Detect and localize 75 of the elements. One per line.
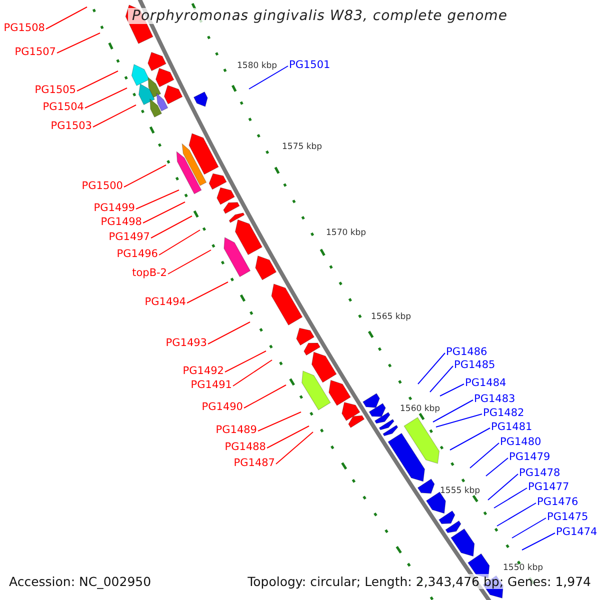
gene-label: PG1478	[519, 466, 560, 480]
scale-label: 1570 kbp	[326, 228, 366, 238]
leader-line	[92, 104, 136, 128]
leader-line	[136, 190, 180, 210]
gene-label: PG1507	[14, 45, 56, 59]
gene-label: PG1486	[446, 345, 488, 359]
leader-line	[496, 502, 536, 526]
leader-line	[276, 432, 314, 464]
leader-line	[266, 426, 310, 448]
gene-label: PG1485	[454, 358, 496, 372]
leader-line	[142, 202, 186, 224]
scale-label: 1560 kbp	[400, 404, 440, 414]
gene-label: PG1481	[491, 420, 532, 434]
gene-label: PG1503	[50, 119, 92, 133]
scale-label: 1565 kbp	[371, 312, 412, 322]
gene-label: PG1505	[34, 83, 76, 97]
gene-label: PG1474	[556, 525, 598, 539]
genome-info-text: Topology: circular; Length: 2,343,476 bp; Genes: 1,974	[248, 574, 591, 589]
leader-line	[150, 216, 192, 238]
leader-line	[76, 70, 118, 92]
leader-line	[512, 518, 546, 538]
leader-line	[124, 164, 166, 188]
leader-line	[418, 352, 446, 384]
gene-label: PG1477	[528, 480, 570, 494]
leader-line	[224, 350, 266, 372]
leader-line	[248, 66, 288, 90]
gene-label: PG1476	[537, 495, 578, 509]
leader-line	[46, 6, 88, 30]
gene-label: PG1501	[289, 58, 330, 72]
gene-label: PG1504	[42, 100, 84, 114]
gene-label: PG1494	[144, 295, 186, 309]
leader-line	[432, 400, 474, 422]
gene-label: PG1480	[500, 435, 542, 449]
gene-label: PG1508	[4, 21, 45, 35]
leader-line	[232, 360, 272, 386]
scale-label: 1580 kbp	[237, 61, 278, 71]
accession-label: Accession: NC_002950	[9, 574, 152, 589]
gene-label: PG1479	[509, 450, 550, 464]
gene-label: topB-2	[132, 266, 167, 280]
leader-line	[430, 366, 454, 392]
leader-line	[488, 474, 518, 500]
scale-label: 1555 kbp	[440, 486, 480, 496]
leader-line	[486, 458, 508, 476]
leader-line	[440, 384, 464, 396]
gene-label: PG1488	[224, 440, 266, 454]
gene-label: PG1475	[547, 510, 588, 524]
gene-label: PG1493	[166, 336, 207, 350]
scale-label: 1575 kbp	[282, 142, 322, 152]
leader-line	[168, 250, 212, 274]
scale-label: 1550 kbp	[503, 563, 544, 573]
gene-label: PG1490	[202, 400, 243, 414]
gene-label: PG1496	[116, 247, 158, 261]
leader-line	[258, 412, 302, 432]
leader-line	[208, 322, 250, 344]
gene-label: PG1498	[100, 215, 142, 229]
gene-label: PG1499	[94, 201, 135, 215]
gene-label: PG1491	[190, 378, 232, 392]
gene-label: PG1489	[216, 423, 257, 437]
gene-label: PG1482	[483, 406, 524, 420]
leader-line	[56, 32, 100, 54]
leader-line	[450, 428, 490, 450]
gene-label: PG1497	[108, 230, 150, 244]
gene-label: PG1483	[474, 392, 516, 406]
leader-line	[494, 488, 528, 508]
gene-label: PG1500	[82, 179, 123, 193]
leader-line	[186, 282, 228, 304]
gene-label: PG1492	[182, 364, 224, 378]
leader-line	[436, 414, 482, 428]
leader-line	[470, 442, 500, 468]
leader-line	[84, 88, 128, 108]
leader-line	[158, 230, 200, 256]
leader-line	[522, 532, 556, 550]
leader-line	[244, 384, 286, 408]
gene-label: PG1484	[465, 376, 506, 390]
gene-label: PG1487	[234, 456, 275, 470]
